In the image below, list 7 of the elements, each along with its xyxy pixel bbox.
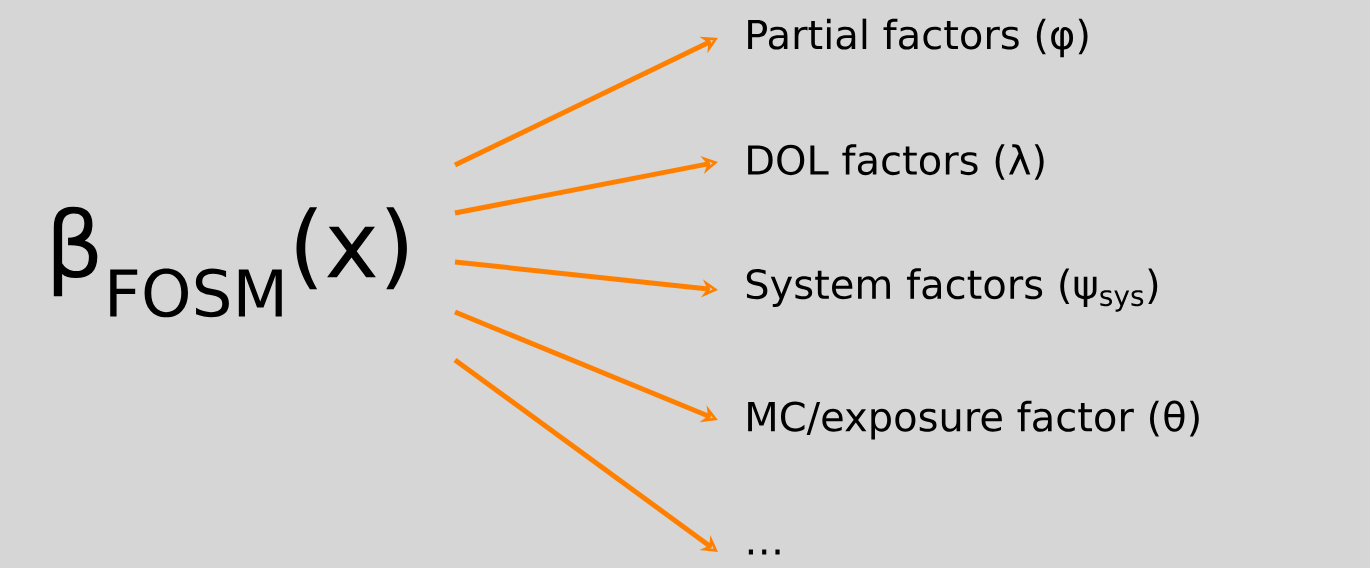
arrow [453,358,718,552]
factor-label: System factors (ψ$_{sys}$) [746,268,1158,312]
factor-label: MC/exposure factor (θ) [748,400,1199,440]
factor-label: … [748,549,780,555]
factor-label: Partial factors (φ) [748,18,1088,58]
formula-text: β$_{FOSM}$(x) [53,206,407,318]
factor-label: DOL factors (λ) [748,144,1044,180]
